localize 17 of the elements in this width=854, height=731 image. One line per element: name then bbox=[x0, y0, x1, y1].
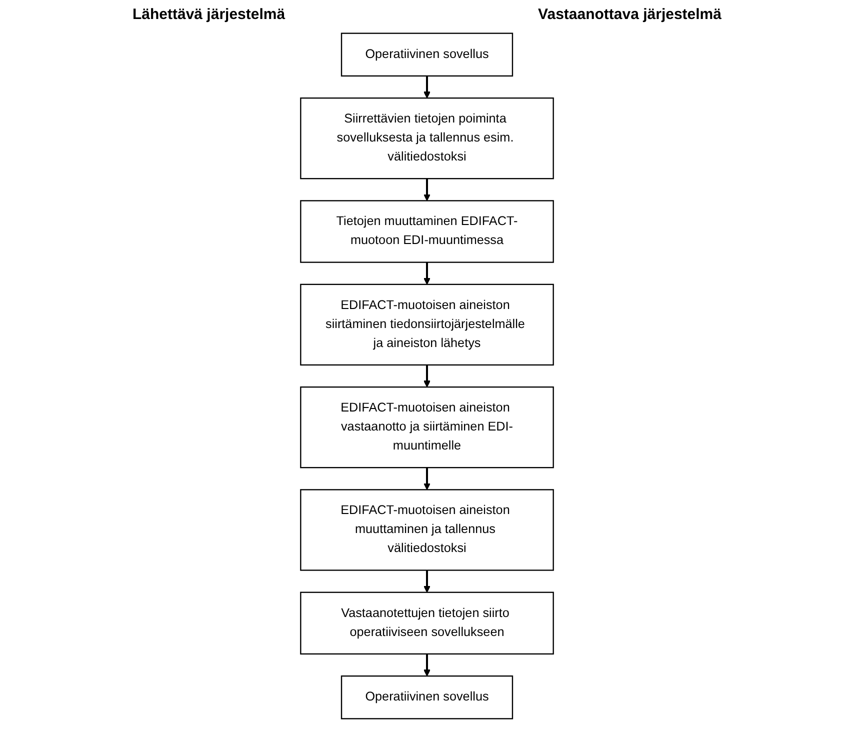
arrow bbox=[424, 76, 430, 98]
column-heading: Lähettävä järjestelmä bbox=[132, 6, 286, 23]
arrow bbox=[424, 364, 430, 388]
arrow bbox=[424, 468, 430, 490]
node-box: Operatiivinen sovellus bbox=[340, 675, 514, 720]
node-box: Vastaanotettujen tietojen siirto operatiiviseen sovellukseen bbox=[300, 592, 554, 655]
arrow bbox=[424, 570, 430, 593]
node-box: EDIFACT-muotoisen aineiston siirtäminen tiedonsiirtojärjestelmälle ja aineiston lähetys bbox=[300, 284, 554, 366]
arrow bbox=[424, 178, 430, 202]
arrow bbox=[424, 262, 430, 285]
node-box: Siirrettävien tietojen poiminta sovelluksesta ja tallennus esim. välitiedostoksi bbox=[300, 97, 554, 180]
node-box: Operatiivinen sovellus bbox=[340, 32, 514, 77]
column-heading: Vastaanottava järjestelmä bbox=[538, 6, 722, 23]
node-box: EDIFACT-muotoisen aineiston vastaanotto ja siirtäminen EDI-muuntimelle bbox=[300, 386, 554, 468]
arrow bbox=[424, 654, 430, 676]
node-box: EDIFACT-muotoisen aineiston muuttaminen ja tallennus välitiedostoksi bbox=[300, 489, 554, 571]
node-box: Tietojen muuttaminen EDIFACT-muotoon EDI-muuntimessa bbox=[300, 200, 554, 263]
